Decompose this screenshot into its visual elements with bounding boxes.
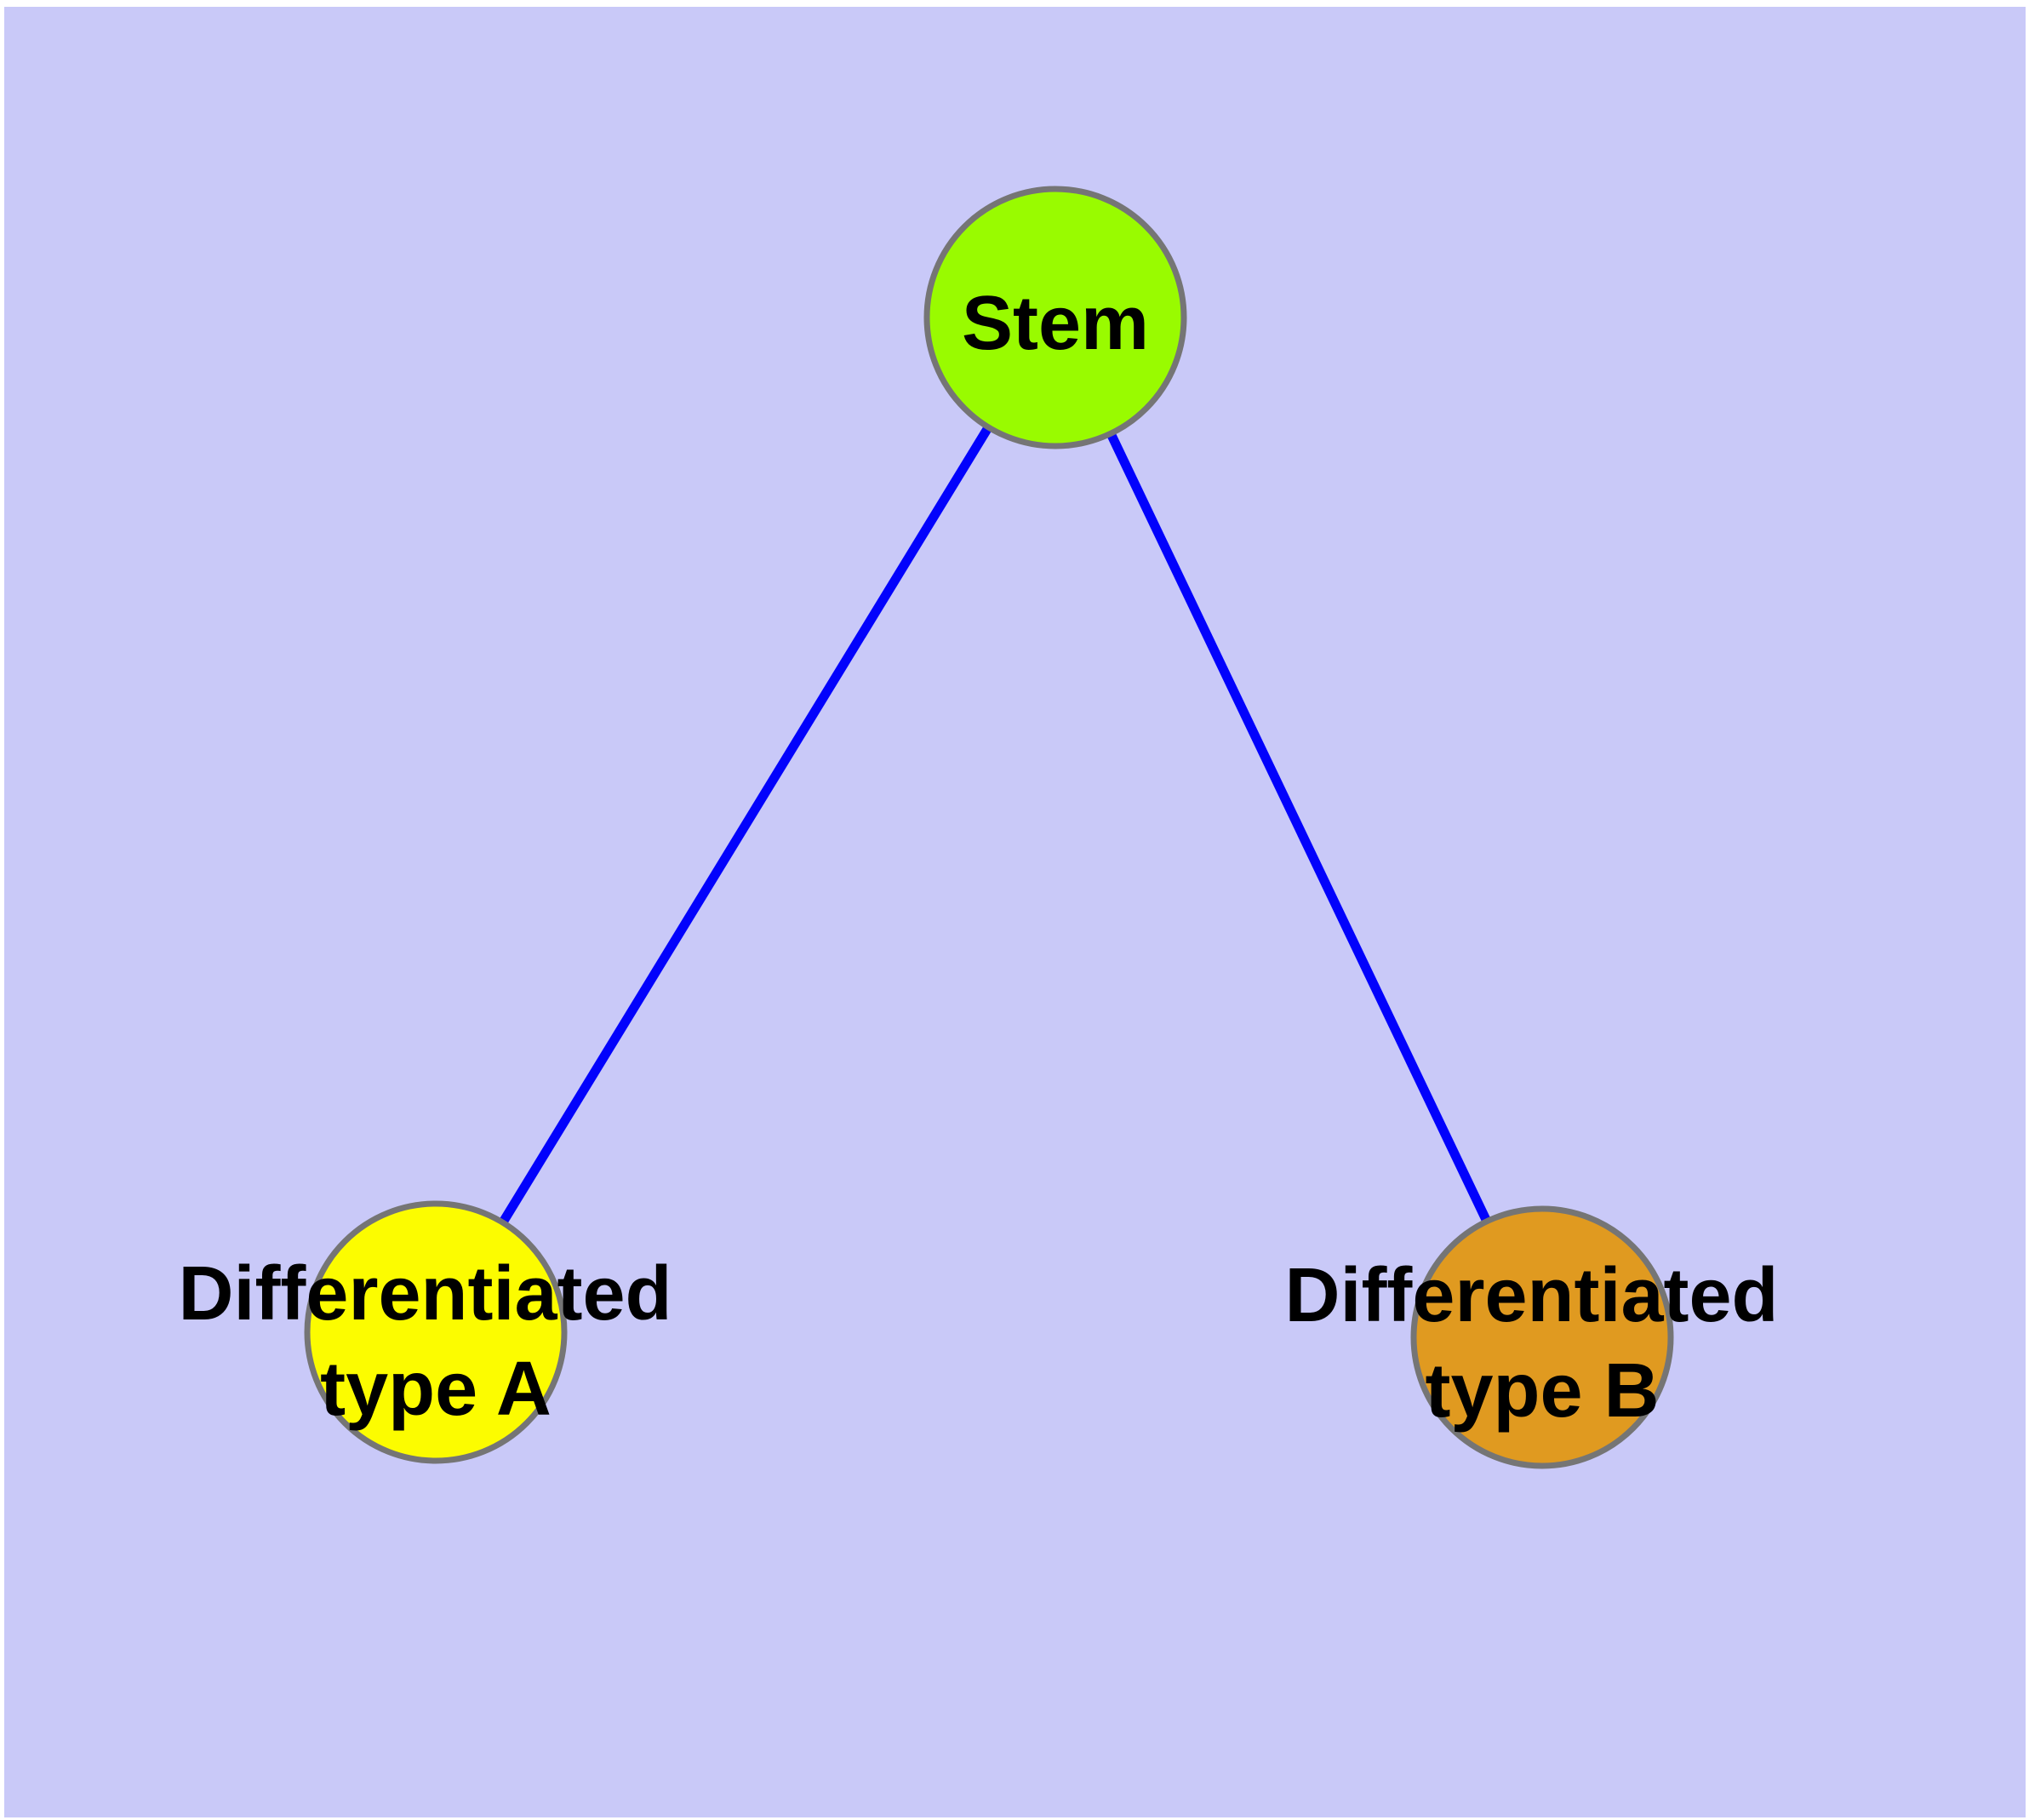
differentiated-type-b-circle bbox=[1410, 1205, 1674, 1469]
differentiated-type-a-label-line1: Differentiated bbox=[178, 1251, 672, 1336]
stem-node-circle bbox=[923, 186, 1187, 449]
differentiated-type-b-label-line2: type B bbox=[1425, 1348, 1659, 1434]
differentiated-type-b-label: Differentiated type B bbox=[1284, 1253, 1799, 1434]
stem-node: Stem bbox=[923, 186, 1187, 449]
edge-stem-to-type-b bbox=[1051, 315, 1546, 1340]
differentiated-type-a-circle bbox=[304, 1200, 568, 1464]
differentiated-type-a-label: Differentiated type A bbox=[178, 1251, 693, 1432]
edge-stem-to-type-a bbox=[432, 315, 1060, 1335]
differentiated-type-a-node: Differentiated type A bbox=[178, 1200, 693, 1464]
stem-node-label: Stem bbox=[962, 281, 1149, 366]
differentiated-type-b-node: Differentiated type B bbox=[1284, 1205, 1799, 1469]
differentiated-type-b-label-line1: Differentiated bbox=[1284, 1253, 1778, 1338]
differentiated-type-a-label-line2: type A bbox=[320, 1347, 552, 1432]
